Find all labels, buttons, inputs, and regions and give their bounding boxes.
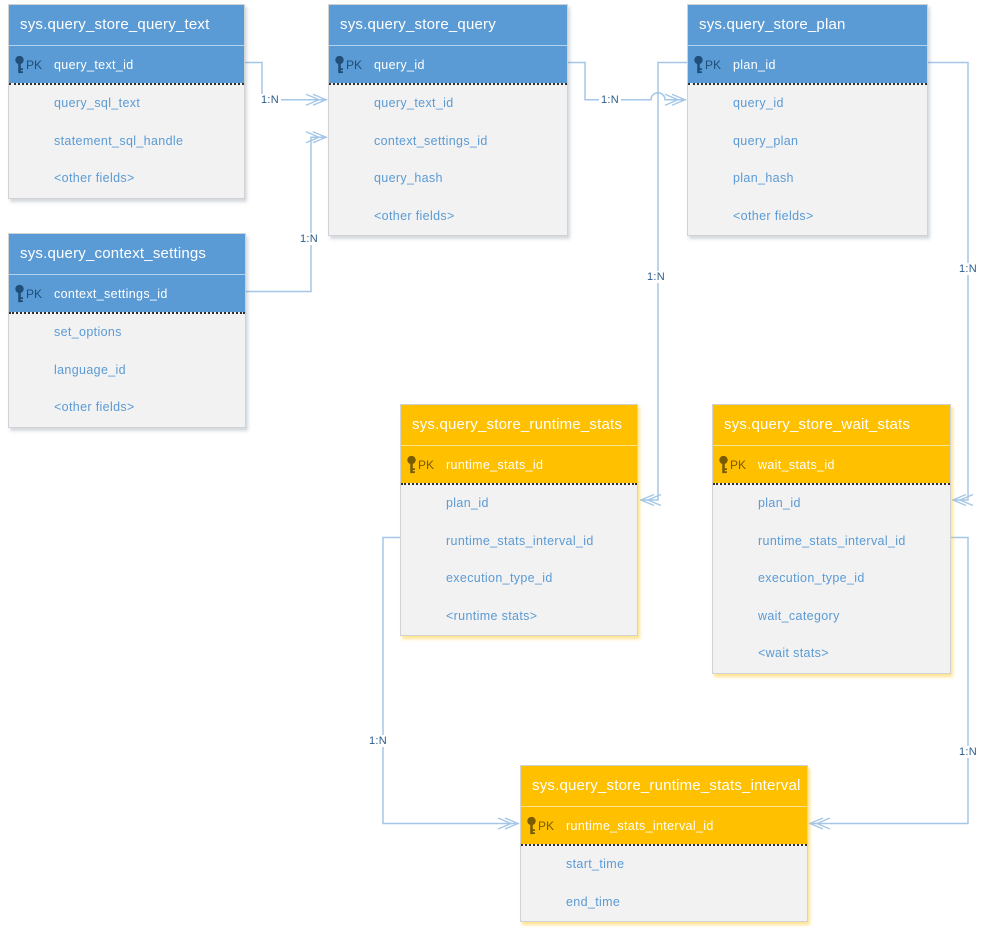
pk-row: PK query_text_id [9, 46, 244, 83]
pk-field-name: query_text_id [54, 57, 134, 72]
table-title: sys.query_store_runtime_stats_interval [521, 766, 807, 807]
pk-row: PK context_settings_id [9, 275, 245, 312]
field-row: set_options [54, 325, 122, 339]
field-row: plan_id [758, 496, 801, 510]
relationship-label: 1:N [644, 271, 668, 283]
field-row: <wait stats> [758, 646, 829, 660]
pk-badge: PK [26, 286, 43, 301]
field-row: query_id [733, 96, 784, 110]
table-title: sys.query_context_settings [9, 234, 245, 275]
field-list: plan_id runtime_stats_interval_id execut… [713, 483, 950, 673]
relationship-label: 1:N [297, 233, 321, 245]
table-query-store-query[interactable]: sys.query_store_query PK query_id query_… [328, 4, 568, 236]
field-list: set_options language_id <other fields> [9, 312, 245, 427]
table-title: sys.query_store_query [329, 5, 567, 46]
key-icon [14, 284, 25, 304]
pk-field-name: plan_id [733, 57, 776, 72]
table-query-store-query-text[interactable]: sys.query_store_query_text PK query_text… [8, 4, 245, 199]
field-row: <other fields> [733, 208, 814, 223]
relationship-label: 1:N [258, 94, 282, 106]
table-query-store-runtime-stats-interval[interactable]: sys.query_store_runtime_stats_interval P… [520, 765, 808, 922]
connector-query-to-plan [568, 61, 687, 106]
field-row: execution_type_id [446, 571, 553, 585]
pk-row: PK plan_id [688, 46, 927, 83]
pk-field-name: runtime_stats_interval_id [566, 818, 714, 833]
key-icon [406, 455, 417, 475]
table-title: sys.query_store_runtime_stats [401, 405, 637, 446]
key-icon [526, 816, 537, 836]
field-list: plan_id runtime_stats_interval_id execut… [401, 483, 637, 635]
connector-wait-stats-to-interval [808, 536, 969, 830]
field-row: runtime_stats_interval_id [446, 533, 594, 548]
field-row: query_text_id [374, 96, 454, 110]
field-row: statement_sql_handle [54, 133, 184, 148]
key-icon [693, 55, 704, 75]
table-query-store-plan[interactable]: sys.query_store_plan PK plan_id query_id… [687, 4, 928, 236]
field-list: query_text_id context_settings_id query_… [329, 83, 567, 235]
field-row: language_id [54, 362, 126, 377]
field-row: execution_type_id [758, 571, 865, 585]
pk-badge: PK [418, 457, 435, 472]
connector-runtime-stats-to-interval [382, 536, 520, 830]
table-title: sys.query_store_plan [688, 5, 927, 46]
field-row: query_hash [374, 171, 443, 185]
field-row: plan_id [446, 496, 489, 510]
field-row: <other fields> [374, 208, 455, 223]
pk-row: PK wait_stats_id [713, 446, 950, 483]
connector-context-settings-to-query [246, 131, 328, 293]
field-row: runtime_stats_interval_id [758, 533, 906, 548]
field-list: start_time end_time [521, 844, 807, 921]
connector-query-text-to-query [245, 61, 328, 106]
table-query-store-runtime-stats[interactable]: sys.query_store_runtime_stats PK runtime… [400, 404, 638, 636]
pk-field-name: wait_stats_id [758, 457, 835, 472]
field-row: query_plan [733, 133, 799, 148]
relationship-label: 1:N [366, 735, 390, 747]
relationship-label: 1:N [956, 263, 980, 275]
pk-badge: PK [538, 818, 555, 833]
key-icon [718, 455, 729, 475]
table-title: sys.query_store_query_text [9, 5, 244, 46]
pk-row: PK runtime_stats_interval_id [521, 807, 807, 844]
field-row: end_time [566, 894, 621, 909]
field-row: start_time [566, 857, 625, 871]
field-row: <other fields> [54, 171, 135, 185]
field-list: query_id query_plan plan_hash <other fie… [688, 83, 927, 235]
pk-badge: PK [705, 57, 722, 72]
pk-badge: PK [346, 57, 363, 72]
pk-badge: PK [730, 457, 747, 472]
field-row: wait_category [758, 608, 840, 623]
relationship-label: 1:N [598, 94, 622, 106]
relationship-label: 1:N [956, 746, 980, 758]
field-row: context_settings_id [374, 133, 488, 148]
key-icon [334, 55, 345, 75]
connector-plan-to-wait-stats [928, 61, 974, 507]
pk-field-name: context_settings_id [54, 286, 168, 301]
pk-field-name: runtime_stats_id [446, 457, 544, 472]
pk-badge: PK [26, 57, 43, 72]
table-title: sys.query_store_wait_stats [713, 405, 950, 446]
field-row: <other fields> [54, 400, 135, 414]
pk-field-name: query_id [374, 57, 425, 72]
table-query-context-settings[interactable]: sys.query_context_settings PK context_se… [8, 233, 246, 428]
field-row: <runtime stats> [446, 608, 538, 623]
pk-row: PK query_id [329, 46, 567, 83]
field-list: query_sql_text statement_sql_handle <oth… [9, 83, 244, 198]
pk-row: PK runtime_stats_id [401, 446, 637, 483]
key-icon [14, 55, 25, 75]
field-row: query_sql_text [54, 96, 141, 110]
field-row: plan_hash [733, 171, 794, 185]
table-query-store-wait-stats[interactable]: sys.query_store_wait_stats PK wait_stats… [712, 404, 951, 674]
